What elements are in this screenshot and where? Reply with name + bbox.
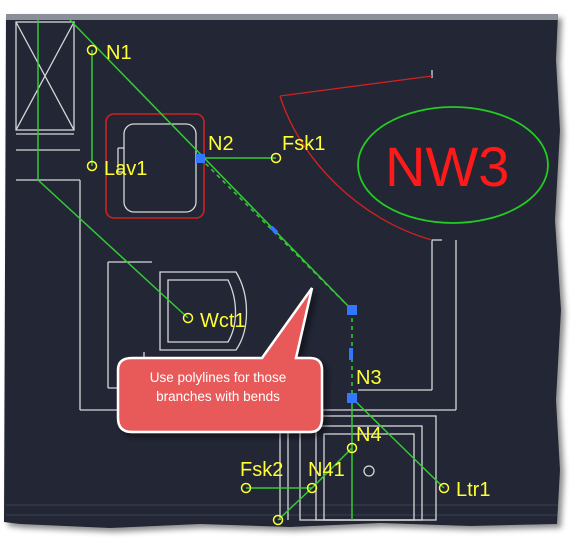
node-label-n41: N41: [308, 459, 345, 481]
node-marker-n1: [86, 44, 98, 56]
node-marker-wct1: [182, 312, 194, 324]
node-label-fsk1: Fsk1: [282, 133, 325, 155]
door-leaf: [279, 75, 433, 97]
node-marker-n4: [346, 442, 358, 454]
callout-line-1: Use polylines for those: [149, 370, 287, 385]
node-label-n3: N3: [356, 367, 382, 389]
node-label-n1: N1: [106, 42, 132, 64]
floor-drain: [363, 465, 375, 477]
grip-midpoint: [269, 225, 279, 235]
node-marker-n41: [306, 482, 318, 494]
node-marker-fsk2: [240, 482, 252, 494]
canvas-background: [4, 14, 561, 528]
grip-square: [347, 393, 357, 403]
node-label-wct1: Wct1: [200, 310, 246, 332]
grip-square: [347, 305, 357, 315]
node-label-n4: N4: [356, 424, 382, 446]
grip-midpoint: [349, 348, 353, 360]
zone-ellipse: [357, 106, 549, 224]
pipe-network: [37, 19, 445, 521]
node-label-fsk2: Fsk2: [240, 459, 283, 481]
selected-toilet-highlight: [105, 113, 205, 219]
node-markers[interactable]: [86, 44, 450, 526]
node-label-n2: N2: [208, 133, 234, 155]
zone-label: NW3: [385, 135, 509, 198]
node-label-ltr1: Ltr1: [456, 479, 490, 501]
door-swing-arc: [279, 95, 433, 241]
grip-square: [196, 154, 205, 163]
node-label-lav1: Lav1: [104, 158, 147, 180]
node-marker-ltr1: [438, 482, 450, 494]
callout-line-2: branches with bends: [156, 389, 280, 404]
node-marker-lav1: [86, 160, 98, 172]
node-marker-fsk1: [270, 152, 282, 164]
viewport-top-bar: [4, 14, 561, 20]
toilet-bowl-outline: [159, 271, 248, 351]
toilet-tank: [117, 123, 197, 213]
grip-markers[interactable]: [196, 154, 357, 403]
callout-text: Use polylines for those branches with be…: [116, 368, 320, 406]
callout-bubble: [116, 287, 324, 434]
node-marker-bottom: [272, 514, 284, 526]
